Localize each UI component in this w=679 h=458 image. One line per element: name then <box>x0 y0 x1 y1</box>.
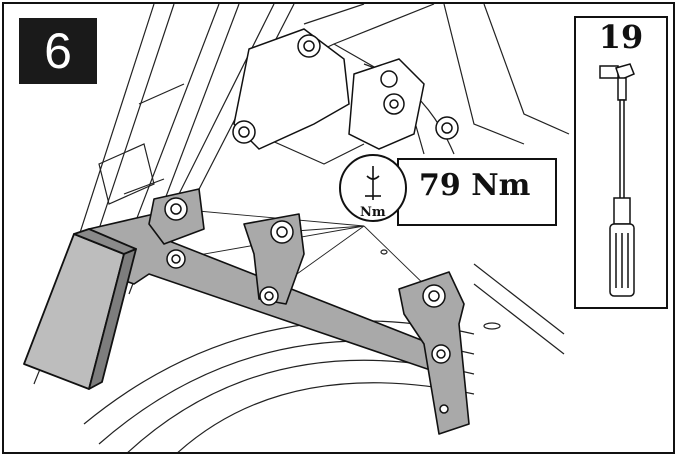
bracket-bolts <box>164 197 451 414</box>
torque-wrench-icon <box>339 154 407 222</box>
step-number-badge: 6 <box>19 18 97 84</box>
receiver-tube <box>23 228 137 390</box>
torque-callout: 79 Nm Nm <box>339 154 557 226</box>
torque-unit-symbol: Nm <box>360 205 386 220</box>
socket-wrench-icon <box>599 63 635 297</box>
torque-value: 79 Nm <box>419 168 531 203</box>
upper-bolts <box>232 34 459 144</box>
torque-value-box <box>397 158 557 226</box>
torque-wrench-glyph <box>365 166 381 200</box>
instruction-frame: 6 19 79 Nm <box>2 2 675 454</box>
socket-size-label: 19 <box>598 18 644 56</box>
tool-panel: 19 <box>574 16 668 309</box>
vehicle-underbody-drawing <box>23 4 570 452</box>
